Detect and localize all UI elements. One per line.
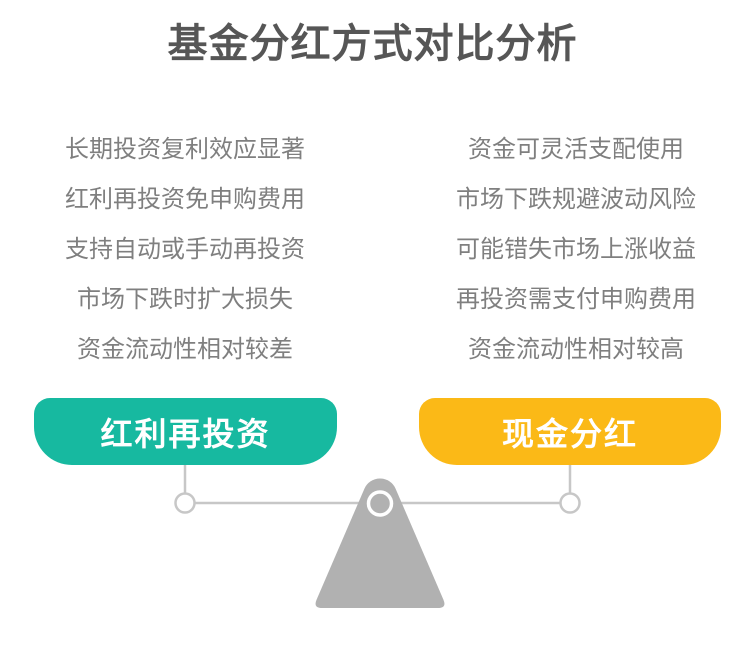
- comparison-point: 资金流动性相对较高: [468, 336, 684, 363]
- comparison-point: 长期投资复利效应显著: [65, 136, 305, 163]
- cash-dividend-points-list: 资金可灵活支配使用市场下跌规避波动风险可能错失市场上涨收益再投资需支付申购费用资…: [421, 125, 731, 375]
- left-pill-label: 红利再投资: [100, 415, 271, 452]
- right-beam-end-circle: [559, 492, 581, 514]
- page-title: 基金分红方式对比分析: [167, 22, 578, 66]
- comparison-point: 可能错失市场上涨收益: [456, 236, 696, 263]
- comparison-point: 支持自动或手动再投资: [65, 236, 305, 263]
- left-pill: 红利再投资: [34, 398, 337, 465]
- right-pill: 现金分红: [419, 398, 721, 465]
- comparison-point: 市场下跌规避波动风险: [456, 186, 696, 213]
- comparison-point: 市场下跌时扩大损失: [77, 286, 293, 313]
- comparison-point: 红利再投资免申购费用: [65, 186, 305, 213]
- left-beam-end-circle: [174, 492, 196, 514]
- scale-fulcrum-triangle: [315, 478, 445, 608]
- scale-pivot-circle: [366, 490, 394, 517]
- comparison-point: 资金流动性相对较差: [77, 336, 293, 363]
- comparison-point: 再投资需支付申购费用: [456, 286, 696, 313]
- comparison-point: 资金可灵活支配使用: [468, 136, 684, 163]
- dividend-reinvestment-points-list: 长期投资复利效应显著红利再投资免申购费用支持自动或手动再投资市场下跌时扩大损失资…: [30, 125, 340, 375]
- right-pill-label: 现金分红: [501, 415, 638, 452]
